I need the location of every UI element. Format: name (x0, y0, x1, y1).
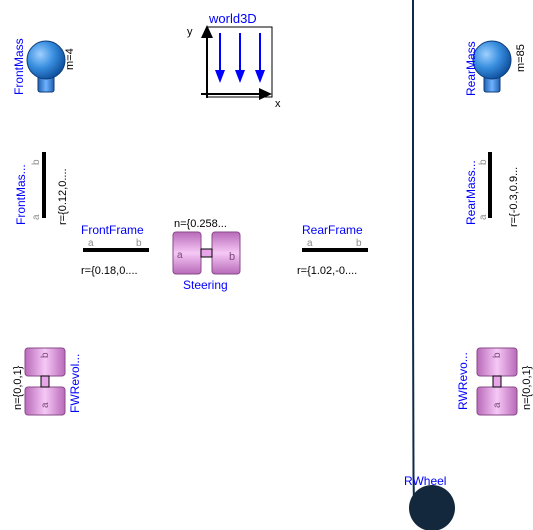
front-frame-label: FrontFrame (81, 223, 144, 237)
rw-revolute-port-b: b (492, 352, 503, 358)
fw-revolute-port-b: b (40, 352, 51, 358)
rear-mass-position-port-b: b (478, 159, 489, 165)
rear-frame-component[interactable]: RearFrame a b r={1.02,-0.... (297, 223, 368, 277)
rear-mass-position-param: r={-0.3,0.9... (508, 167, 520, 227)
fw-revolute-port-a: a (40, 402, 51, 408)
fw-revolute-param: n={0,0,1} (12, 365, 24, 410)
rear-wheel-label: RWheel (404, 474, 446, 488)
rear-wheel-component[interactable]: RWheel (404, 474, 455, 530)
front-mass-position-param: r={0.12,0.... (57, 168, 69, 225)
rear-frame-port-a: a (307, 238, 313, 249)
steering-port-b: b (229, 251, 235, 263)
rear-frame-param: r={1.02,-0.... (297, 265, 357, 277)
front-mass-param: m=4 (64, 48, 76, 70)
connection-wire[interactable] (412, 0, 415, 507)
rw-revolute-param: n={0,0,1} (521, 365, 533, 410)
fw-revolute-component[interactable]: n={0,0,1} a b FWRevol... (12, 347, 82, 416)
steering-param: n={0.258... (174, 218, 227, 230)
axis-x-label: x (275, 98, 281, 110)
steering-revolute-component[interactable]: n={0.258... a b Steering (172, 218, 241, 292)
fw-revolute-label: FWRevol... (68, 354, 82, 413)
axis-y-label: y (187, 26, 193, 38)
rw-revolute-port-a: a (492, 402, 503, 408)
rear-mass-position-label: RearMass... (464, 160, 478, 225)
front-mass-label: FrontMass (12, 38, 26, 95)
rear-frame-port-b: b (356, 238, 362, 249)
steering-port-a: a (177, 250, 183, 261)
front-frame-component[interactable]: FrontFrame a b r={0.18,0.... (81, 223, 149, 277)
rear-mass-position-component[interactable]: RearMass... a b r={-0.3,0.9... (464, 152, 520, 227)
front-mass-position-label: FrontMas... (14, 164, 28, 225)
rw-revolute-label: RWRevo... (456, 352, 470, 410)
front-frame-port-b: b (136, 238, 142, 249)
front-frame-param: r={0.18,0.... (81, 265, 138, 277)
steering-label: Steering (183, 278, 228, 292)
rw-revolute-component[interactable]: RWRevo... a b n={0,0,1} (456, 347, 533, 416)
rear-mass-component[interactable]: RearMass m=85 (464, 40, 527, 96)
rear-mass-position-port-a: a (478, 214, 489, 220)
front-frame-port-a: a (88, 238, 94, 249)
world3d-component[interactable]: world3D y x (187, 11, 281, 110)
front-mass-position-port-a: a (31, 214, 42, 220)
world3d-label: world3D (208, 11, 257, 26)
front-mass-position-component[interactable]: FrontMas... a b r={0.12,0.... (14, 152, 69, 225)
rear-mass-param: m=85 (515, 44, 527, 72)
front-mass-position-port-b: b (31, 159, 42, 165)
rear-frame-label: RearFrame (302, 223, 363, 237)
rear-mass-label: RearMass (464, 41, 478, 96)
front-mass-component[interactable]: FrontMass m=4 (12, 38, 76, 95)
